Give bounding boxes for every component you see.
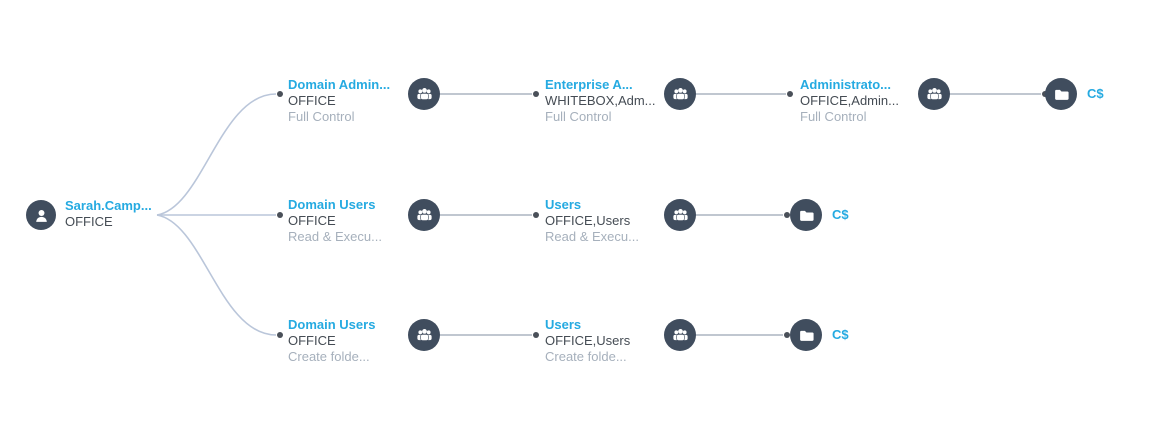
node-title: Domain Users xyxy=(288,197,376,212)
edge-fan-top xyxy=(156,93,277,216)
group-node-icon[interactable] xyxy=(408,78,440,110)
group-node-icon[interactable] xyxy=(408,319,440,351)
node-title: Users xyxy=(545,197,582,212)
node-scope: WHITEBOX,Adm... xyxy=(545,93,656,108)
folder-icon xyxy=(799,330,814,341)
node-scope: OFFICE xyxy=(288,333,336,348)
node-scope: OFFICE xyxy=(288,213,336,228)
group-node-icon[interactable] xyxy=(664,199,696,231)
folder-node-icon[interactable] xyxy=(790,319,822,351)
edge-endpoint-dot xyxy=(277,91,283,97)
node-label-block[interactable]: Domain Admin... OFFICE Full Control xyxy=(288,77,390,125)
edge-endpoint-dot xyxy=(787,91,793,97)
group-icon xyxy=(672,328,688,341)
node-scope: OFFICE,Users xyxy=(545,213,631,228)
group-node-icon[interactable] xyxy=(408,199,440,231)
node-scope: OFFICE xyxy=(288,93,336,108)
user-node-icon[interactable] xyxy=(26,200,56,230)
group-icon xyxy=(416,208,432,221)
group-node-icon[interactable] xyxy=(918,78,950,110)
edge-endpoint-dot xyxy=(277,212,283,218)
group-icon xyxy=(926,87,942,100)
edge-fan-bottom xyxy=(156,214,277,336)
group-icon xyxy=(416,87,432,100)
node-title: Users xyxy=(545,317,582,332)
root-node-label[interactable]: Sarah.Camp... OFFICE xyxy=(65,198,152,230)
node-label-block[interactable]: Administrato... OFFICE,Admin... Full Con… xyxy=(800,77,899,125)
node-permission: Read & Execu... xyxy=(545,229,639,244)
folder-icon xyxy=(799,210,814,221)
group-node-icon[interactable] xyxy=(664,78,696,110)
node-label-block[interactable]: Domain Users OFFICE Create folde... xyxy=(288,317,375,365)
group-icon xyxy=(416,328,432,341)
node-permission: Full Control xyxy=(800,109,867,124)
node-domain: OFFICE xyxy=(65,214,113,229)
group-icon xyxy=(672,208,688,221)
node-scope: OFFICE,Users xyxy=(545,333,631,348)
edge-endpoint-dot xyxy=(784,212,790,218)
edge-endpoint-dot xyxy=(784,332,790,338)
edge-endpoint-dot xyxy=(533,91,539,97)
share-label[interactable]: C$ xyxy=(832,207,849,222)
node-permission: Create folde... xyxy=(545,349,627,364)
group-icon xyxy=(672,87,688,100)
edge-endpoint-dot xyxy=(277,332,283,338)
node-label-block[interactable]: Domain Users OFFICE Read & Execu... xyxy=(288,197,382,245)
edge-endpoint-dot xyxy=(533,332,539,338)
node-permission: Full Control xyxy=(545,109,612,124)
node-permission: Create folde... xyxy=(288,349,370,364)
node-scope: OFFICE,Admin... xyxy=(800,93,899,108)
share-label[interactable]: C$ xyxy=(1087,86,1104,101)
edge-endpoint-dot xyxy=(533,212,539,218)
node-title: Sarah.Camp... xyxy=(65,198,152,213)
node-title: Domain Admin... xyxy=(288,77,391,92)
node-permission: Full Control xyxy=(288,109,355,124)
folder-icon xyxy=(1054,89,1069,100)
user-icon xyxy=(35,209,47,222)
node-label-block[interactable]: Users OFFICE,Users Read & Execu... xyxy=(545,197,639,245)
node-label-block[interactable]: Users OFFICE,Users Create folde... xyxy=(545,317,630,365)
node-label-block[interactable]: Enterprise A... WHITEBOX,Adm... Full Con… xyxy=(545,77,656,125)
folder-node-icon[interactable] xyxy=(1045,78,1077,110)
node-title: Enterprise A... xyxy=(545,77,633,92)
node-title: Administrato... xyxy=(800,77,892,92)
node-title: Domain Users xyxy=(288,317,376,332)
group-node-icon[interactable] xyxy=(664,319,696,351)
folder-node-icon[interactable] xyxy=(790,199,822,231)
node-permission: Read & Execu... xyxy=(288,229,382,244)
share-label[interactable]: C$ xyxy=(832,327,849,342)
